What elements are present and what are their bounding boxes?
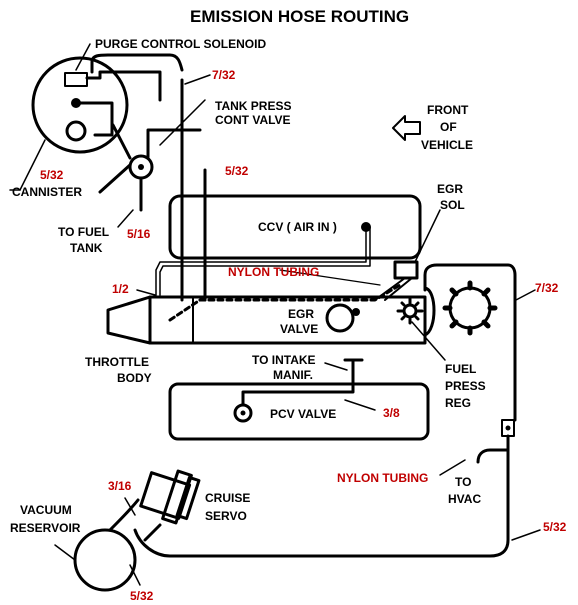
intake-leader (324, 362, 348, 371)
label-egr-valve-1: EGR (288, 307, 314, 321)
hvac-branch-hose (476, 448, 510, 464)
bottom-return-hose (133, 434, 510, 558)
ccv-tube-2 (159, 226, 371, 296)
vacuum-reservoir-shape (73, 528, 137, 592)
label-egr-sol-1: EGR (437, 182, 463, 196)
label-nylon-tubing-top: NYLON TUBING (228, 265, 319, 279)
nylon-top-leader (279, 269, 381, 286)
purge-hose (85, 70, 162, 102)
size-3-8: 3/8 (383, 406, 400, 420)
size-leader-1-2 (136, 289, 156, 296)
label-cruise-2: SERVO (205, 509, 247, 523)
pcv-box (168, 382, 430, 441)
fuel-tank-leader (117, 209, 134, 228)
label-vacuum-2: RESERVOIR (10, 521, 81, 535)
label-fuel-press-1: FUEL (445, 362, 476, 376)
reservoir-hose (108, 498, 140, 532)
ccv-tube (155, 226, 367, 296)
pcv-valve-center (240, 410, 246, 416)
size-leader-right-top (515, 289, 536, 301)
cannister-shape (31, 56, 129, 154)
valve-link-hose (111, 123, 132, 160)
size-7-32-top: 7/32 (212, 68, 236, 82)
size-3-16: 3/16 (108, 479, 132, 493)
label-to-intake-1: TO INTAKE (252, 353, 316, 367)
label-throttle-2: BODY (117, 371, 152, 385)
nylon-tubing-dashed (168, 283, 402, 322)
valve-upper-hose (146, 128, 202, 159)
label-to-fuel-1: TO FUEL (58, 225, 109, 239)
egr-solenoid-shape (393, 260, 419, 280)
rail-bracket (423, 286, 436, 337)
throttle-body-nose (106, 295, 152, 345)
fuel-press-reg-shape (396, 297, 424, 325)
size-1-2: 1/2 (112, 282, 129, 296)
label-to-intake-2: MANIF. (273, 368, 313, 382)
egr-valve-port (352, 308, 360, 316)
ccv-box (168, 194, 422, 260)
label-ccv: CCV ( AIR IN ) (258, 220, 337, 234)
size-leader-3-16 (124, 497, 136, 516)
size-leader-top (184, 74, 211, 85)
label-to-fuel-2: TANK (70, 241, 103, 255)
label-to-hvac-2: HVAC (448, 492, 481, 506)
valve-to-cannister-hose (98, 163, 132, 194)
distributor-shape (442, 280, 498, 336)
label-cannister: CANNISTER (12, 185, 82, 199)
label-cruise-1: CRUISE (205, 491, 250, 505)
size-leader-bottom (129, 564, 141, 586)
label-front-1: FRONT (427, 103, 469, 117)
size-5-16: 5/16 (127, 227, 151, 241)
label-egr-valve-2: VALVE (280, 322, 318, 336)
label-fuel-press-2: PRESS (445, 379, 486, 393)
fuel-press-leader (411, 321, 446, 361)
label-tank-press-2: CONT VALVE (215, 113, 291, 127)
purge-solenoid-shape (64, 72, 88, 87)
label-nylon-tubing-bottom: NYLON TUBING (337, 471, 428, 485)
purge-leader (75, 43, 91, 71)
label-purge-solenoid: PURGE CONTROL SOLENOID (95, 37, 266, 51)
size-5-32-mid: 5/32 (225, 164, 249, 178)
label-vacuum-1: VACUUM (20, 503, 72, 517)
front-arrow-icon (392, 115, 421, 141)
servo-hose (143, 523, 162, 542)
egr-sol-leader (414, 209, 441, 263)
label-to-hvac-1: TO (455, 475, 471, 489)
cannister-hose (78, 101, 114, 137)
right-vertical-hose (423, 263, 517, 422)
label-pcv-valve: PCV VALVE (270, 407, 336, 421)
size-leader-right-bottom (511, 529, 541, 541)
diagram-title: EMISSION HOSE ROUTING (190, 7, 409, 26)
cannister-leader (19, 139, 46, 191)
size-5-32-right: 5/32 (543, 520, 567, 534)
reservoir-leader (54, 544, 76, 561)
tank-press-valve-center (138, 164, 144, 170)
egr-valve-shape (325, 303, 355, 333)
nylon-bottom-leader (439, 459, 466, 476)
pcv-size-leader (344, 399, 376, 411)
right-hose-fitting-dot (505, 425, 511, 431)
cannister-port-ring (65, 120, 87, 142)
throttle-body-box (148, 295, 427, 345)
egr-sol-hose (374, 277, 413, 301)
cruise-servo-shape (139, 469, 201, 525)
size-7-32-right: 7/32 (535, 281, 559, 295)
label-fuel-press-3: REG (445, 396, 471, 410)
size-5-32-bottom: 5/32 (130, 589, 154, 603)
cannister-port-dot (71, 98, 81, 108)
pcv-hose (241, 358, 355, 407)
label-throttle-1: THROTTLE (85, 355, 149, 369)
purge-to-manifold-hose (90, 53, 184, 74)
size-5-32-left: 5/32 (40, 168, 64, 182)
label-egr-sol-2: SOL (440, 198, 465, 212)
label-tank-press-1: TANK PRESS (215, 99, 291, 113)
label-front-3: VEHICLE (421, 138, 473, 152)
label-front-2: OF (440, 120, 457, 134)
